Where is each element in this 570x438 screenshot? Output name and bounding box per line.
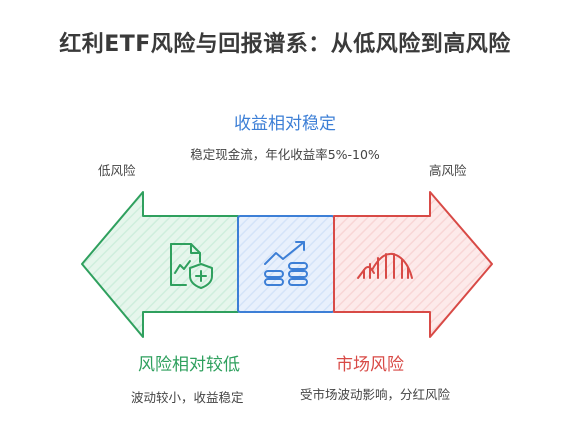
rollercoaster-icon [357,252,413,279]
right-description: 受市场波动影响，分红风险 [300,387,451,402]
middle-description: 稳定现金流，年化收益率5%-10% [190,147,380,162]
left-description: 波动较小，收益稳定 [131,390,244,405]
right-arrow-segment [333,191,493,338]
high-risk-label: 高风险 [429,163,467,178]
middle-heading: 收益相对稳定 [234,114,336,134]
low-risk-label: 低风险 [98,163,136,178]
left-arrow-segment [81,191,239,338]
right-heading: 市场风险 [336,355,404,375]
middle-block [237,215,335,313]
page-title: 红利ETF风险与回报谱系：从低风险到高风险 [59,32,511,57]
left-heading: 风险相对较低 [138,355,240,375]
coins-growth-icon [264,241,308,286]
shield-document-icon [170,243,213,289]
